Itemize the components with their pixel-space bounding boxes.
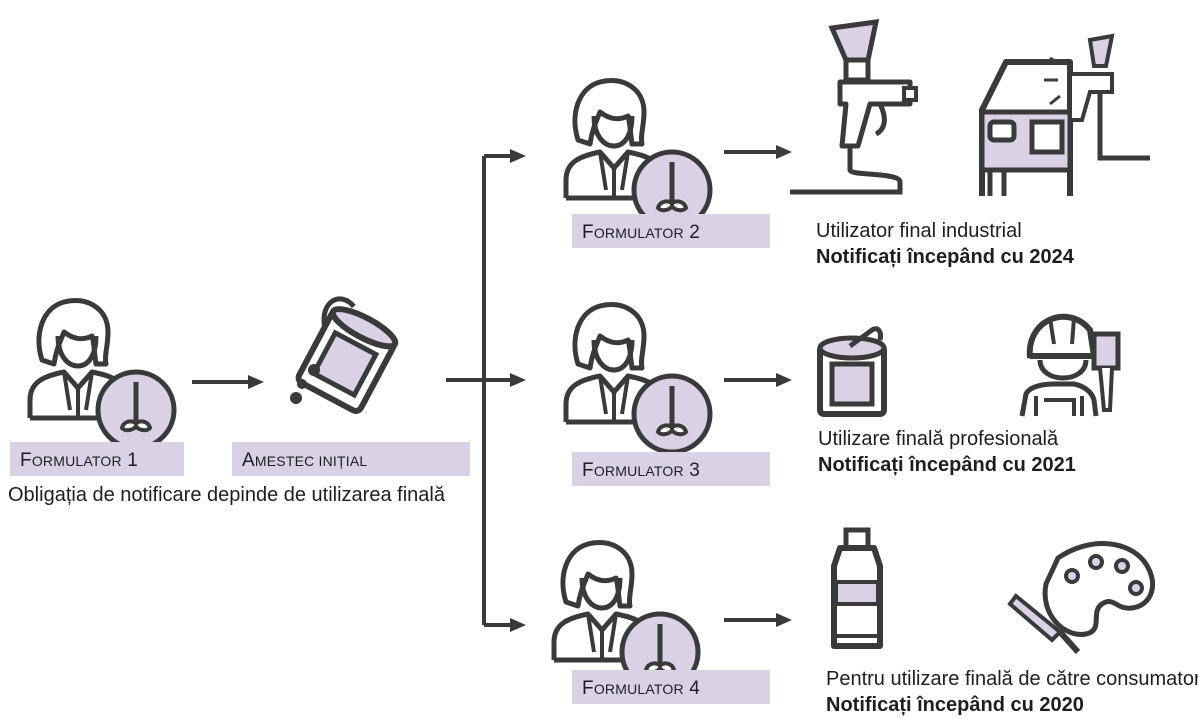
formulator-1-icon (30, 300, 174, 448)
arrow-f4-to-use-head (776, 613, 792, 627)
industrial-notify-text: Notificați începând cu 2024 (816, 246, 1074, 268)
professional-use-text: Utilizare finală profesională (818, 428, 1059, 450)
branch-arrow-4-head (510, 618, 526, 632)
painter-worker-icon (1019, 313, 1121, 417)
formulator-1-label: Formulator 1 (10, 442, 184, 476)
palette-icon (1007, 541, 1156, 655)
formulator-2-icon (566, 80, 710, 228)
industrial-use-note: Utilizator final industrial Notificați î… (816, 218, 1074, 270)
consumer-use-note: Pentru utilizare finală de către consuma… (826, 666, 1198, 718)
formulator-4-icon (554, 542, 698, 690)
paint-tube-icon (831, 527, 883, 649)
industrial-use-text: Utilizator final industrial (816, 220, 1022, 242)
formulator-3-label: Formulator 3 (572, 452, 770, 486)
formulator-2-label: Formulator 2 (572, 214, 770, 248)
arrow-f3-to-use-head (776, 373, 792, 387)
branch-arrow-3-head (510, 373, 526, 387)
spray-gun-icon (790, 19, 918, 195)
formulator-4-label: Formulator 4 (572, 670, 770, 704)
formulator-3-icon (566, 304, 710, 452)
obligation-note: Obligația de notificare depinde de utili… (8, 484, 445, 506)
professional-use-note: Utilizare finală profesională Notificați… (818, 426, 1076, 478)
paint-can-pour-icon (290, 296, 399, 414)
arrow-f1-to-mix-head (248, 375, 264, 389)
paint-bucket-icon (817, 326, 887, 417)
car-painting-icon (979, 33, 1150, 196)
initial-mix-label: Amestec inițial (232, 442, 470, 476)
arrow-f2-to-use-head (776, 145, 792, 159)
branch-arrow-2-head (510, 149, 526, 163)
professional-notify-text: Notificați începând cu 2021 (818, 454, 1076, 476)
consumer-use-text: Pentru utilizare finală de către consuma… (826, 668, 1198, 690)
consumer-notify-text: Notificați începând cu 2020 (826, 694, 1084, 716)
